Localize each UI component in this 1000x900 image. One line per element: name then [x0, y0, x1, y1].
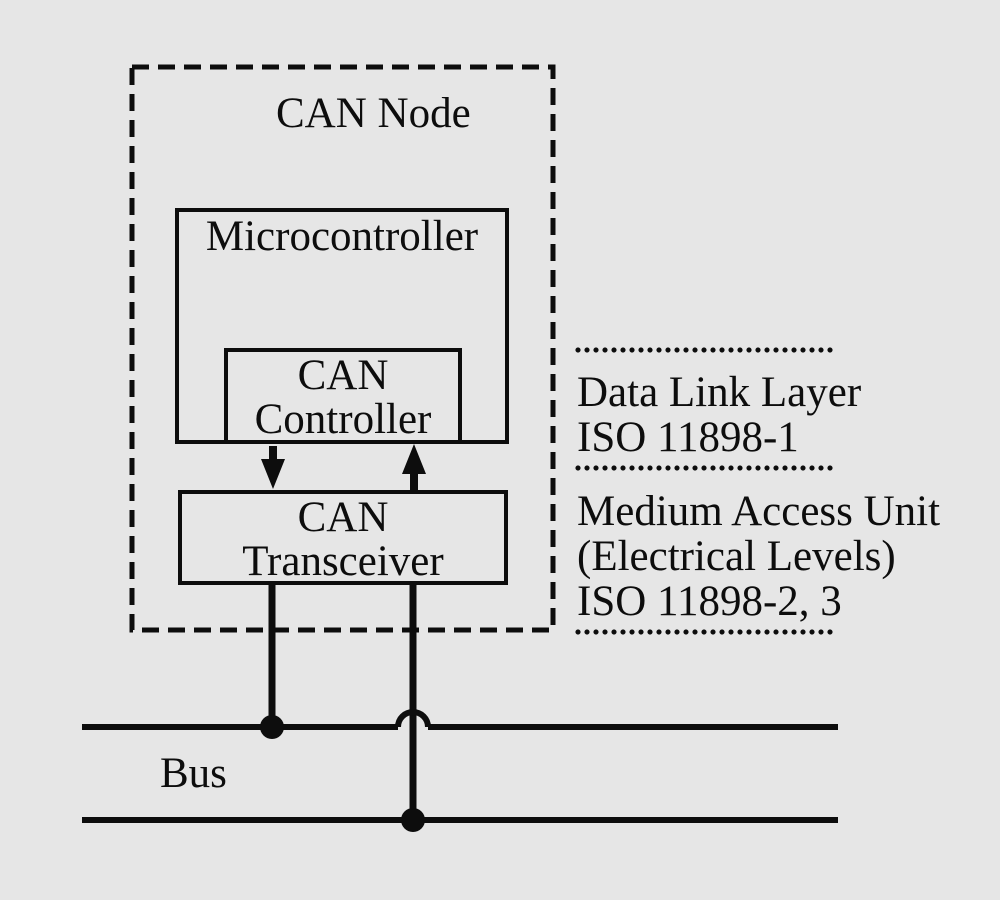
- bus2-junction-dot: [401, 808, 425, 832]
- layer-separator-middle: [575, 465, 836, 471]
- layer-separator-bottom: [575, 629, 836, 635]
- down-arrow-icon: [261, 459, 285, 489]
- bus1-junction-dot: [260, 715, 284, 739]
- can-controller-box: CAN Controller: [224, 348, 462, 444]
- medium-access-unit-line1: Medium Access Unit: [577, 488, 941, 535]
- can-transceiver-box: CAN Transceiver: [178, 490, 508, 585]
- can-node-title: CAN Node: [276, 90, 471, 137]
- data-link-layer-line2: ISO 11898-1: [577, 414, 799, 461]
- can-controller-label-line2: Controller: [254, 396, 432, 443]
- bus-label: Bus: [160, 750, 227, 797]
- data-link-layer-line1: Data Link Layer: [577, 369, 862, 416]
- data-link-layer-annotation: Data Link Layer ISO 11898-1: [577, 370, 861, 460]
- up-arrow-icon: [402, 444, 426, 474]
- can-transceiver-label-line2: Transceiver: [242, 538, 444, 585]
- bus-hop-arc: [395, 709, 431, 728]
- medium-access-unit-line3: ISO 11898-2, 3: [577, 578, 842, 625]
- medium-access-unit-annotation: Medium Access Unit (Electrical Levels) I…: [577, 489, 940, 624]
- medium-access-unit-line2: (Electrical Levels): [577, 533, 896, 580]
- layer-separator-top: [575, 347, 836, 353]
- can-transceiver-label-line1: CAN: [297, 494, 389, 541]
- can-controller-label-line1: CAN: [297, 352, 389, 399]
- microcontroller-label: Microcontroller: [205, 213, 479, 260]
